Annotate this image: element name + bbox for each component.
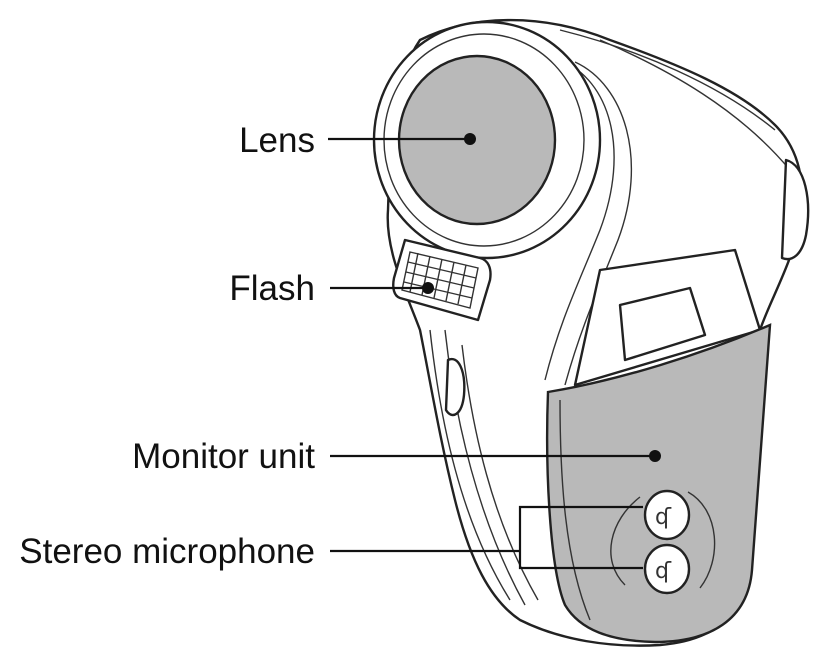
monitor-panel xyxy=(545,248,772,644)
monitor-dot xyxy=(649,450,661,462)
label-stereo-microphone: Stereo microphone xyxy=(19,532,315,571)
flash-dot xyxy=(422,282,434,294)
svg-text:ʠ: ʠ xyxy=(655,505,672,530)
label-lens: Lens xyxy=(239,121,315,160)
leader-lines xyxy=(328,133,661,570)
stereo-microphones: ʠ ʠ xyxy=(610,489,716,595)
flash-panel xyxy=(392,238,492,322)
lens-dot xyxy=(464,133,476,145)
svg-text:ʠ: ʠ xyxy=(655,559,672,584)
mic-bracket xyxy=(518,505,643,570)
label-monitor-unit: Monitor unit xyxy=(132,437,315,476)
lens-assembly xyxy=(372,20,602,260)
label-flash: Flash xyxy=(229,269,315,308)
